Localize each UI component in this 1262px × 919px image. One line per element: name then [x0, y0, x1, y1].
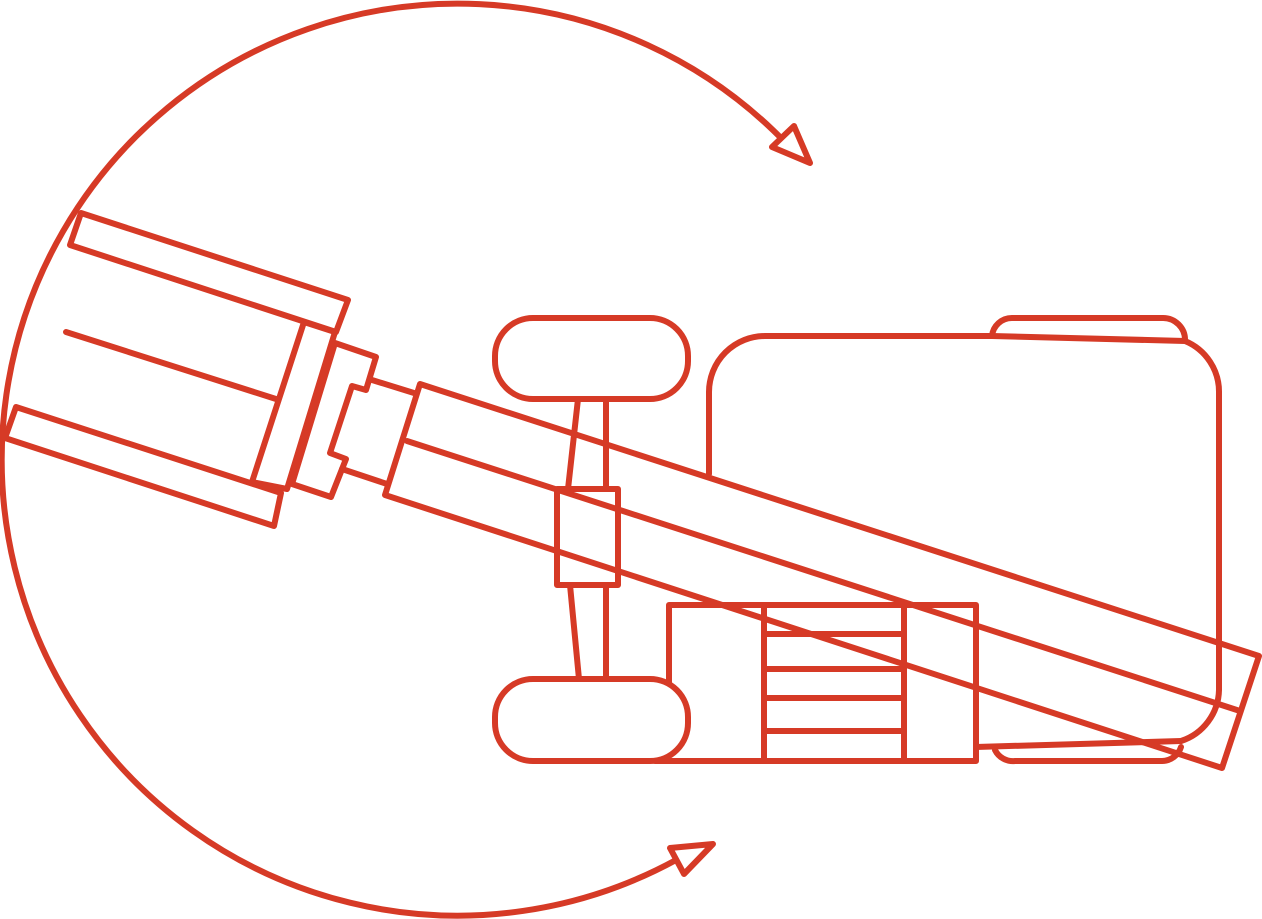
rotation-arrow-head-bottom-icon	[667, 841, 716, 877]
boom-collar-1	[249, 319, 338, 492]
engine-housing	[652, 602, 979, 764]
boom-base-section	[382, 381, 1262, 771]
boom-head-section	[67, 210, 351, 335]
boom-inner-edge	[404, 438, 1243, 714]
front-wheel-top	[492, 315, 691, 402]
front-wheel-bottom	[492, 676, 691, 764]
boom-transition-outer	[339, 377, 417, 487]
engine-grille	[761, 602, 907, 764]
boom-head-centerline	[63, 329, 279, 402]
rear-wheel-bottom	[992, 744, 1184, 765]
axle-center-block	[554, 486, 621, 588]
rear-wheel-top	[989, 314, 1188, 344]
boom-head-lower	[2, 404, 284, 529]
boom-collar-2	[289, 340, 379, 500]
rotation-arc	[0, 0, 783, 919]
grille-slats	[761, 631, 907, 734]
rotation-arrow-head-top-icon	[769, 123, 813, 166]
cab-body	[706, 333, 1223, 744]
